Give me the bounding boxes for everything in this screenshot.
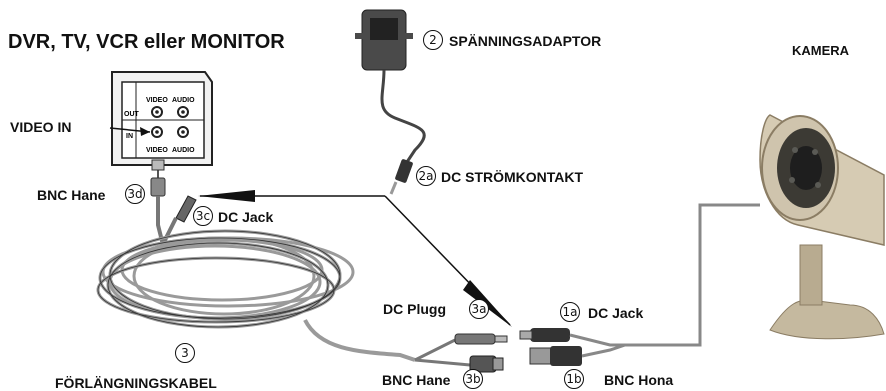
dvr-back-panel: OUT IN VIDEO AUDIO VIDEO AUDIO: [111, 71, 213, 166]
dc-plug-3a-label: DC Plugg: [383, 301, 446, 317]
bnc-female-1b-label: BNC Hona: [604, 372, 674, 388]
panel-video-top: VIDEO: [146, 97, 168, 104]
split-3a-3b: [414, 333, 508, 373]
extension-cable-coil: [96, 229, 355, 329]
panel-video-bottom: VIDEO: [146, 147, 168, 154]
dvr-title: DVR, TV, VCR eller MONITOR: [8, 31, 285, 53]
marker-2: 2: [423, 30, 443, 50]
marker-3d: 3d: [125, 184, 145, 204]
power-adaptor: [355, 9, 426, 195]
camera-illustration: [759, 114, 885, 340]
panel-out-label: OUT: [124, 111, 140, 118]
marker-2a: 2a: [416, 166, 436, 186]
extension-cable-label: FÖRLÄNGNINGSKABEL: [55, 375, 217, 391]
dc-power-plug-label: DC STRÖMKONTAKT: [441, 169, 584, 185]
marker-3c: 3c: [193, 206, 213, 226]
marker-1b: 1b: [564, 369, 584, 389]
panel-audio-bottom: AUDIO: [172, 147, 195, 154]
panel-in-label: IN: [126, 133, 133, 140]
dc-jack-1a-label: DC Jack: [588, 305, 644, 321]
camera-label: KAMERA: [792, 43, 850, 58]
marker-3a: 3a: [469, 299, 489, 319]
panel-audio-top: AUDIO: [172, 97, 195, 104]
marker-1a: 1a: [560, 302, 580, 322]
bnc-male-3d-label: BNC Hane: [37, 187, 106, 203]
marker-3b: 3b: [463, 369, 483, 389]
dc-jack-3c-label: DC Jack: [218, 209, 274, 225]
bnc-male-plug-3d: [150, 159, 166, 246]
video-in-label: VIDEO IN: [10, 119, 72, 135]
camera-pigtail: [519, 203, 760, 366]
bnc-male-3b-label: BNC Hane: [382, 372, 451, 388]
adaptor-label: SPÄNNINGSADAPTOR: [449, 33, 602, 49]
marker-3: 3: [175, 343, 195, 363]
